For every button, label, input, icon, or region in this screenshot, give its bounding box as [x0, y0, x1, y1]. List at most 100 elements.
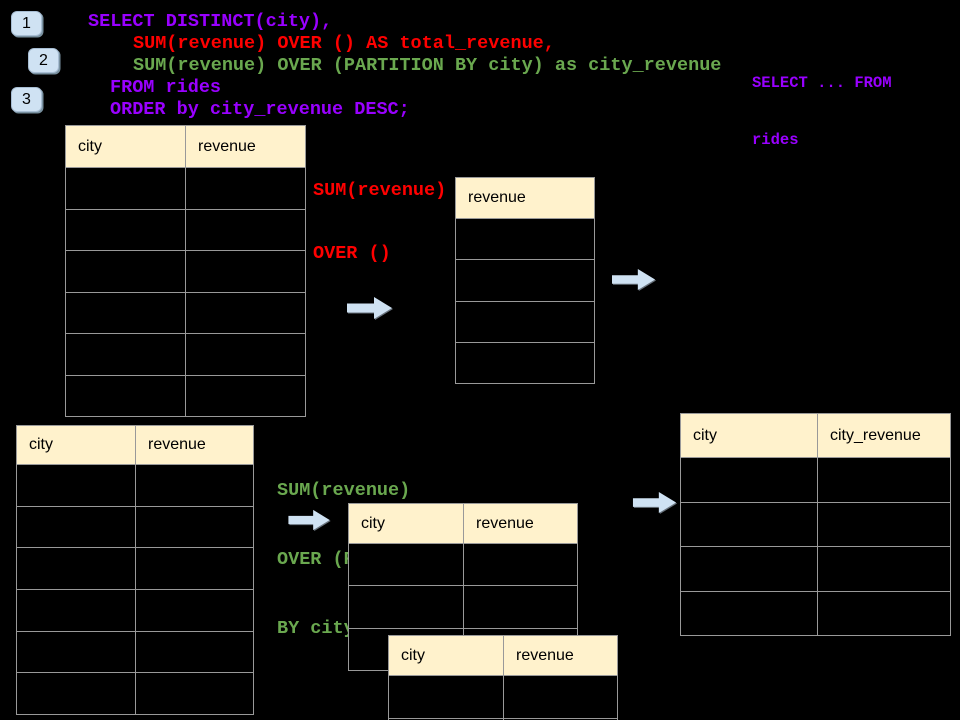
column-header: city [17, 426, 136, 465]
flow-arrow-source-to-partition [287, 509, 332, 531]
table-row [681, 547, 951, 592]
table-row [17, 506, 254, 549]
table-cell [17, 673, 136, 716]
table-cell [464, 544, 578, 587]
table-row [66, 375, 306, 417]
flow-arrow-source-to-total [347, 296, 393, 320]
table-cell [818, 502, 951, 547]
table-row [66, 251, 306, 293]
table-cell [17, 506, 136, 549]
table-cell [17, 631, 136, 674]
table-cell [66, 209, 186, 251]
table-row [456, 301, 595, 343]
column-header: city [681, 414, 818, 458]
flow-arrow-partition-to-result [632, 491, 678, 514]
table-cell [136, 590, 254, 632]
table-cell [66, 168, 186, 210]
table-row [17, 548, 254, 591]
table-cell [66, 292, 186, 334]
table-cell [136, 548, 254, 591]
table-row [17, 590, 254, 632]
table-cell [186, 168, 306, 210]
table-row [456, 260, 595, 302]
table-cell [136, 631, 254, 674]
column-header: city [349, 504, 464, 544]
table-cell [389, 676, 504, 719]
table-cell [818, 458, 951, 503]
table-row [389, 676, 618, 719]
sql-line-from: FROM rides [110, 77, 222, 98]
column-header: revenue [136, 426, 254, 465]
sql-line-total: SUM(revenue) OVER () AS total_revenue, [133, 33, 555, 54]
total-annotation-line-2: OVER () [313, 243, 391, 264]
step-3-badge: 3 [11, 87, 42, 112]
table-row [66, 168, 306, 210]
table-cell [136, 506, 254, 549]
table-cell [186, 209, 306, 251]
sql-line-order: ORDER by city_revenue DESC; [110, 99, 410, 120]
table-cell [17, 590, 136, 632]
table-cell [17, 465, 136, 507]
table-row [681, 458, 951, 503]
column-header: revenue [186, 126, 306, 168]
column-header: revenue [464, 504, 578, 544]
table-row [66, 334, 306, 376]
table-cell [66, 375, 186, 417]
column-header: city [389, 636, 504, 676]
table-row [681, 591, 951, 636]
side-note: SELECT ... FROM rides [752, 36, 892, 188]
sql-line-select: SELECT DISTINCT(city), [88, 11, 333, 32]
table-cell [456, 342, 595, 384]
table-row [66, 292, 306, 334]
table-row [349, 586, 578, 629]
table-cell [136, 465, 254, 507]
table-row [66, 209, 306, 251]
table-cell [66, 334, 186, 376]
table-row [456, 342, 595, 384]
table-row [17, 465, 254, 507]
table-cell [681, 547, 818, 592]
partition-annotation-line-1: SUM(revenue) [277, 480, 411, 501]
table-cell [818, 547, 951, 592]
table-cell [456, 260, 595, 302]
table-cell [681, 591, 818, 636]
table-cell [136, 673, 254, 716]
step-2-badge: 2 [28, 48, 59, 73]
total-revenue-annotation: SUM(revenue) OVER () [313, 138, 446, 306]
table-total-result: revenue [455, 177, 595, 384]
flow-arrow-total-out [612, 268, 656, 291]
table-cell [681, 458, 818, 503]
table-cell [186, 251, 306, 293]
table-cell [349, 544, 464, 587]
table-row [456, 219, 595, 261]
table-cell [66, 251, 186, 293]
table-row [17, 631, 254, 674]
table-row [17, 673, 254, 716]
table-cell [464, 586, 578, 629]
column-header: revenue [504, 636, 618, 676]
column-header: city [66, 126, 186, 168]
table-cell [504, 676, 618, 719]
table-cell [349, 586, 464, 629]
step-1-badge: 1 [11, 11, 42, 36]
table-cell [818, 591, 951, 636]
table-cell [456, 301, 595, 343]
sql-line-partition: SUM(revenue) OVER (PARTITION BY city) as… [133, 55, 722, 76]
total-annotation-line-1: SUM(revenue) [313, 180, 447, 201]
table-cell [186, 334, 306, 376]
column-header: revenue [456, 178, 595, 219]
table-row [681, 502, 951, 547]
table-cell [17, 548, 136, 591]
table-cell [186, 292, 306, 334]
table-cell [681, 502, 818, 547]
column-header: city_revenue [818, 414, 951, 458]
side-note-line-2: rides [752, 131, 799, 149]
table-cell [456, 219, 595, 261]
table-row [349, 544, 578, 587]
table-cell [186, 375, 306, 417]
